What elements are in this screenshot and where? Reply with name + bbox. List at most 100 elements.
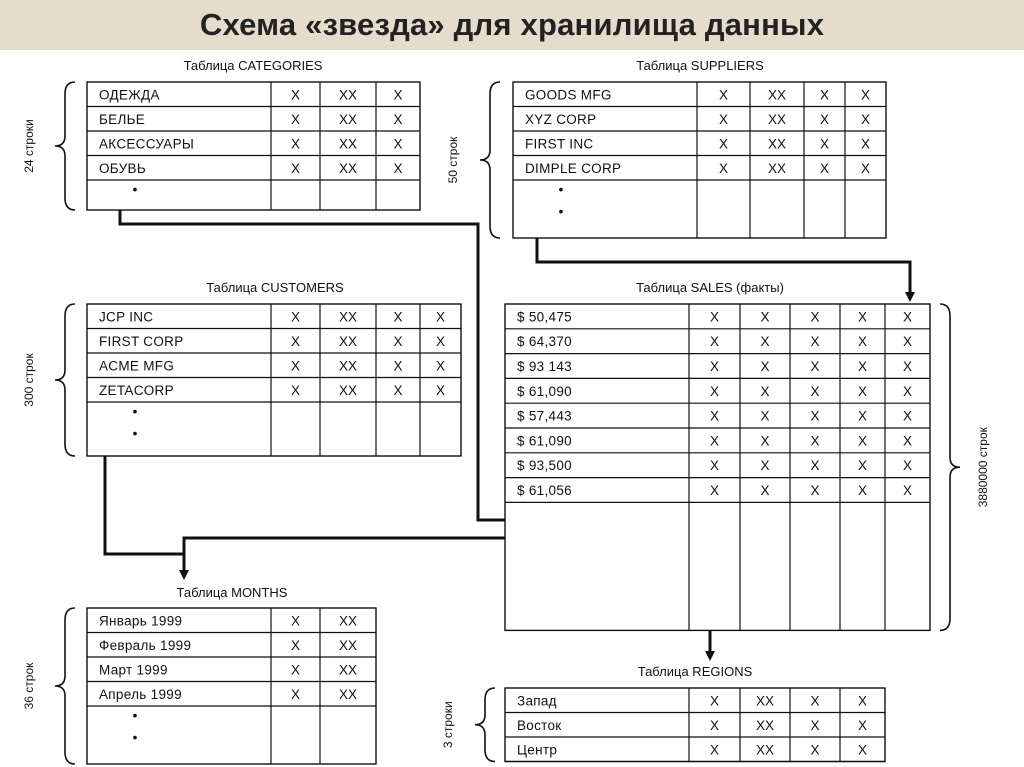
table-cell-label: FIRST INC [525, 136, 593, 151]
table-cell-label: $ 61,090 [517, 433, 572, 448]
table-cell-mark: X [903, 409, 912, 424]
table-cell-mark: X [291, 136, 300, 151]
table-ellipsis: • [133, 707, 138, 723]
row-count-bracket [474, 687, 496, 763]
table-cell-mark: X [760, 309, 769, 324]
table-border [86, 81, 421, 211]
row-count-label: 24 строки [22, 119, 36, 172]
table-cell-mark: X [820, 136, 829, 151]
table-cell-mark: X [393, 309, 402, 324]
table-cell-mark: X [393, 136, 402, 151]
table-cell-mark: XX [339, 87, 357, 102]
table-cell-mark: X [858, 742, 867, 757]
table-cell-mark: X [861, 112, 870, 127]
table-ellipsis: • [559, 203, 564, 219]
table-cell-mark: XX [768, 161, 786, 176]
table-cell-label: $ 93 143 [517, 359, 572, 374]
table-cell-mark: X [810, 742, 819, 757]
table-cell-label: Февраль 1999 [99, 638, 191, 653]
table-cell-label: $ 57,443 [517, 409, 572, 424]
table-cell-mark: X [858, 433, 867, 448]
table-cell-label: JCP INC [99, 309, 153, 324]
table-cell-mark: X [820, 87, 829, 102]
table-cell-label: БЕЛЬЕ [99, 112, 145, 127]
table-cell-label: Восток [517, 718, 562, 733]
table-ellipsis: • [133, 425, 138, 441]
table-cell-mark: X [903, 483, 912, 498]
page-title: Схема «звезда» для хранилища данных [199, 7, 825, 42]
table-cell-mark: XX [339, 383, 357, 398]
table-cell-mark: X [820, 112, 829, 127]
table-cell-label: $ 93,500 [517, 458, 572, 473]
table-cell-mark: X [760, 359, 769, 374]
table-cell-mark: X [719, 87, 728, 102]
table-cell-label: ОДЕЖДА [99, 87, 160, 102]
table-cell-mark: X [760, 458, 769, 473]
table-cell-mark: X [810, 309, 819, 324]
table-cell-label: Центр [517, 742, 557, 757]
table-cell-mark: X [820, 161, 829, 176]
table-cell-mark: X [858, 693, 867, 708]
table-cell-label: Март 1999 [99, 662, 168, 677]
table-cell-mark: X [810, 409, 819, 424]
table-cell-mark: X [810, 693, 819, 708]
row-count-label: 36 строк [22, 662, 36, 710]
table-cell-mark: X [710, 693, 719, 708]
table-cell-label: $ 64,370 [517, 334, 572, 349]
table-cell-mark: X [861, 136, 870, 151]
table-cell-mark: X [719, 112, 728, 127]
table-cell-mark: X [861, 87, 870, 102]
table-cell-mark: X [810, 718, 819, 733]
table-cell-mark: XX [756, 742, 774, 757]
connector-customers-back [100, 435, 184, 556]
table-cell-mark: X [710, 742, 719, 757]
table-cell-mark: X [291, 334, 300, 349]
table-cell-mark: X [436, 383, 445, 398]
table-cell-label: XYZ CORP [525, 112, 596, 127]
table-cell-mark: X [291, 687, 300, 702]
table-cell-mark: XX [339, 613, 357, 628]
table-cell-mark: XX [339, 309, 357, 324]
table-cell-mark: XX [756, 718, 774, 733]
table-cell-mark: XX [339, 358, 357, 373]
table-cell-mark: X [393, 112, 402, 127]
table-cell-label: ZETACORP [99, 383, 174, 398]
table-cell-mark: X [858, 384, 867, 399]
table-ellipsis: • [133, 403, 138, 419]
row-count-bracket [54, 303, 76, 457]
table-cell-mark: X [291, 161, 300, 176]
table-ellipsis: • [133, 181, 138, 197]
table-ellipsis: • [133, 729, 138, 745]
table-cell-label: $ 61,090 [517, 384, 572, 399]
row-count-bracket [939, 303, 961, 632]
table-cell-mark: XX [339, 136, 357, 151]
connector-suppliers [535, 235, 915, 302]
table-cell-label: Запад [517, 693, 557, 708]
table-cell-mark: XX [768, 87, 786, 102]
table-cell-mark: X [858, 359, 867, 374]
table-cell-mark: X [710, 334, 719, 349]
table-cell-mark: X [903, 433, 912, 448]
table-cell-mark: X [710, 718, 719, 733]
table-cell-mark: X [903, 384, 912, 399]
table-cell-mark: X [291, 613, 300, 628]
table-cell-mark: X [719, 161, 728, 176]
table-cell-label: GOODS MFG [525, 87, 612, 102]
table-cell-label: ОБУВЬ [99, 161, 146, 176]
table-border [512, 81, 887, 239]
table-cell-mark: X [291, 87, 300, 102]
table-cell-mark: X [810, 334, 819, 349]
table-cell-label: $ 50,475 [517, 309, 572, 324]
table-cell-mark: X [719, 136, 728, 151]
title-band [0, 0, 1024, 50]
table-cell-mark: X [760, 409, 769, 424]
table-cell-mark: XX [339, 638, 357, 653]
table-cell-mark: X [291, 112, 300, 127]
table-cell-mark: XX [339, 161, 357, 176]
table-cell-mark: X [858, 409, 867, 424]
table-cell-mark: X [436, 334, 445, 349]
